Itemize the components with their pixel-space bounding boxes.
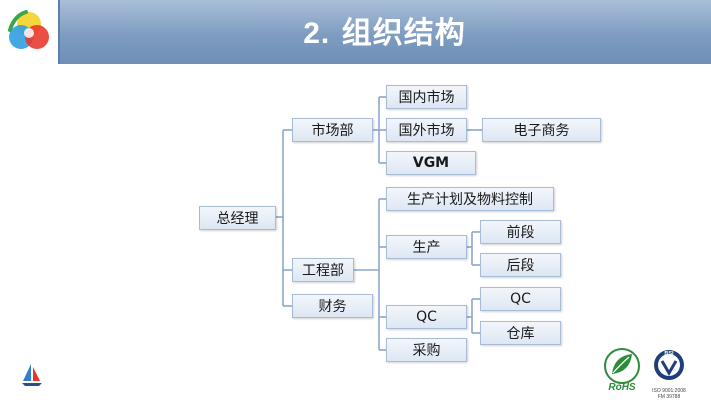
iso-line: ISO 9001:2008: [652, 388, 686, 394]
bsi-label: BSI: [664, 351, 674, 357]
fm-line: FM 39788: [657, 394, 681, 400]
svg-text:RoHS: RoHS: [608, 382, 636, 392]
vgm-node: VGM: [386, 151, 476, 175]
warehouse-node: 仓库: [480, 321, 561, 345]
rohs-leaf-logo-icon: RoHS: [604, 348, 640, 392]
color-circles-logo-icon: [8, 10, 49, 49]
market-department-node: 市场部: [292, 118, 373, 142]
production-planning-node: 生产计划及物料控制: [386, 187, 554, 211]
page-title: 2. 组织结构: [58, 8, 711, 52]
general-manager-node: 总经理: [199, 206, 276, 230]
engineering-department-node: 工程部: [292, 258, 354, 282]
bsi-kitemark-icon: BSI: [654, 350, 684, 380]
logo-panel: [0, 0, 60, 64]
section-title: 组织结构: [341, 16, 466, 51]
ecommerce-node: 电子商务: [482, 118, 601, 142]
finance-node: 财务: [292, 294, 373, 318]
back-section-node: 后段: [480, 253, 561, 277]
sailboat-icon: [22, 364, 42, 386]
front-section-node: 前段: [480, 220, 561, 244]
section-number: 2.: [303, 17, 331, 50]
foreign-market-node: 国外市场: [386, 118, 467, 142]
production-node: 生产: [386, 235, 467, 259]
bsi-certification-logo: BSI ISO 9001:2008 FM 39788: [648, 348, 690, 400]
header-bar: 2. 组织结构: [0, 0, 711, 64]
qc-sub-node: QC: [480, 287, 561, 311]
qc-node: QC: [386, 305, 467, 329]
domestic-market-node: 国内市场: [386, 85, 467, 109]
purchasing-node: 采购: [386, 338, 467, 362]
